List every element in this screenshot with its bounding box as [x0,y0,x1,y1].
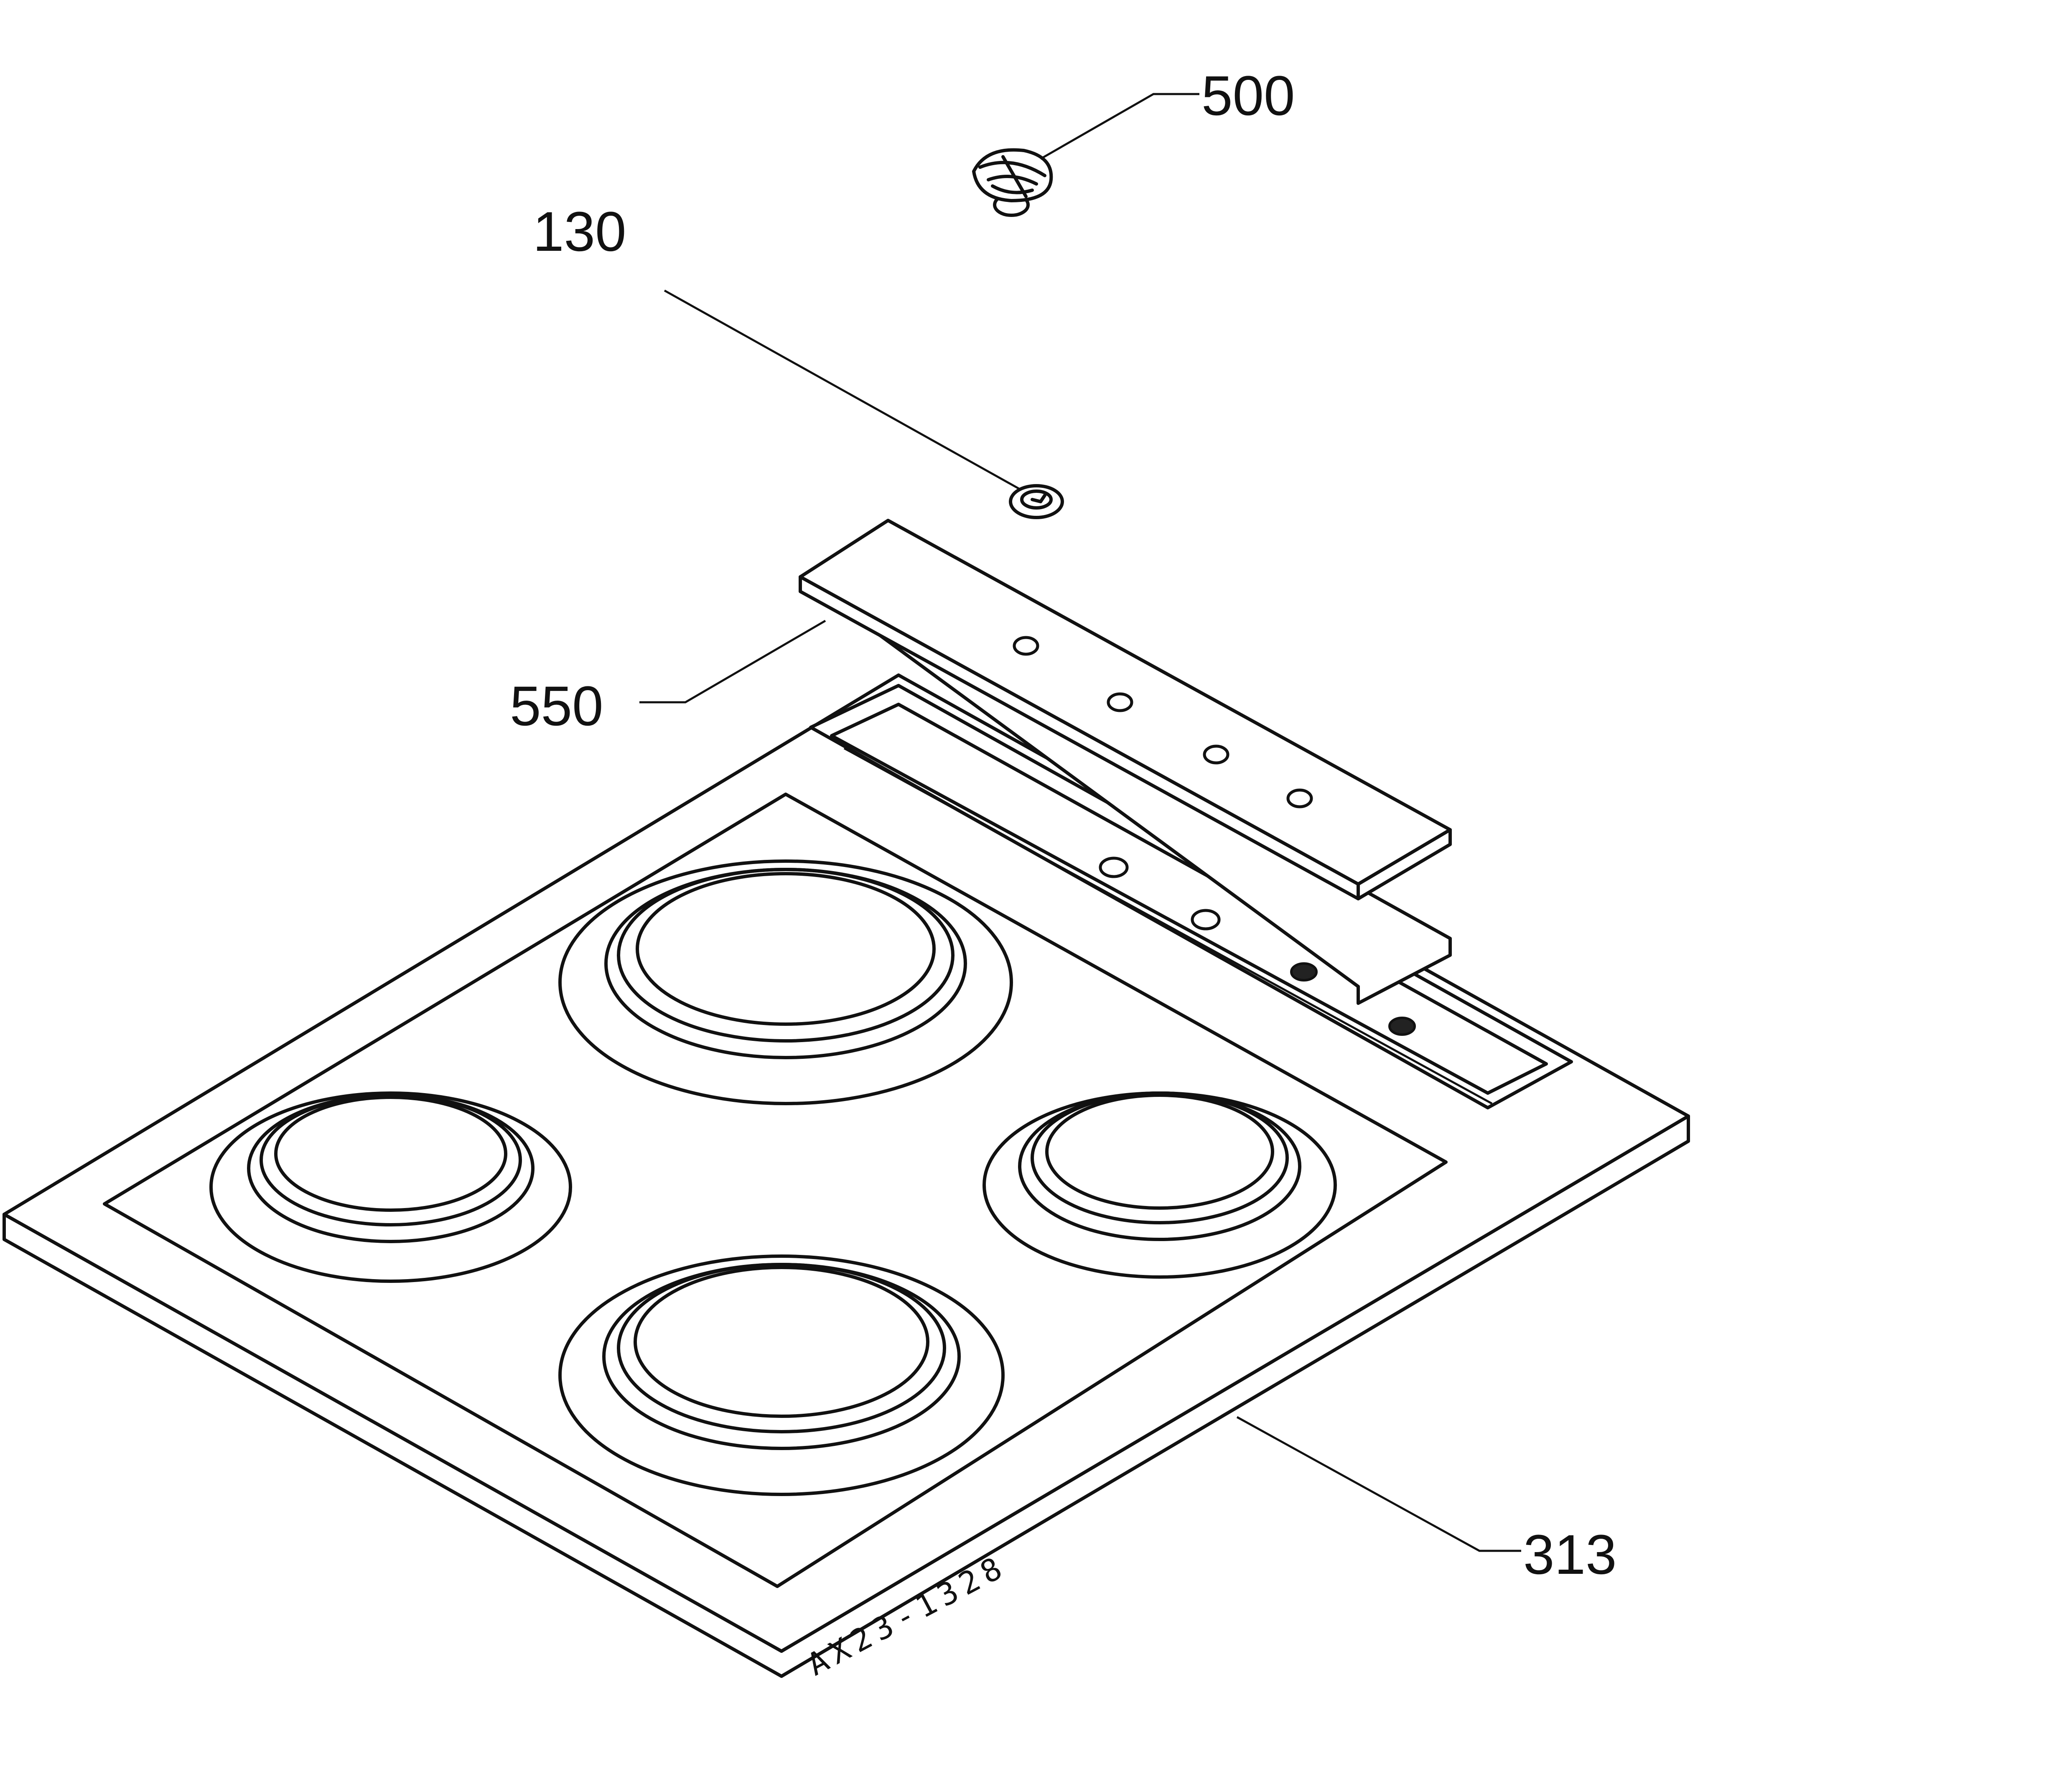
knob-cap [1009,484,1064,519]
callout-313: 313 [1523,1524,1617,1586]
hob-zone-front-right [558,1254,1005,1496]
control-panel-strip [799,519,1452,1005]
callout-130: 130 [533,201,626,263]
hob-zone-front-left [209,1091,572,1283]
control-knob [972,148,1053,217]
callout-500: 500 [1201,65,1295,127]
hob-zone-rear-right [983,1091,1337,1279]
callout-550: 550 [510,675,603,737]
hob-zone-rear-left [558,859,1013,1105]
leader-lines [639,93,1521,1552]
hob-control-recess [809,684,1573,1109]
